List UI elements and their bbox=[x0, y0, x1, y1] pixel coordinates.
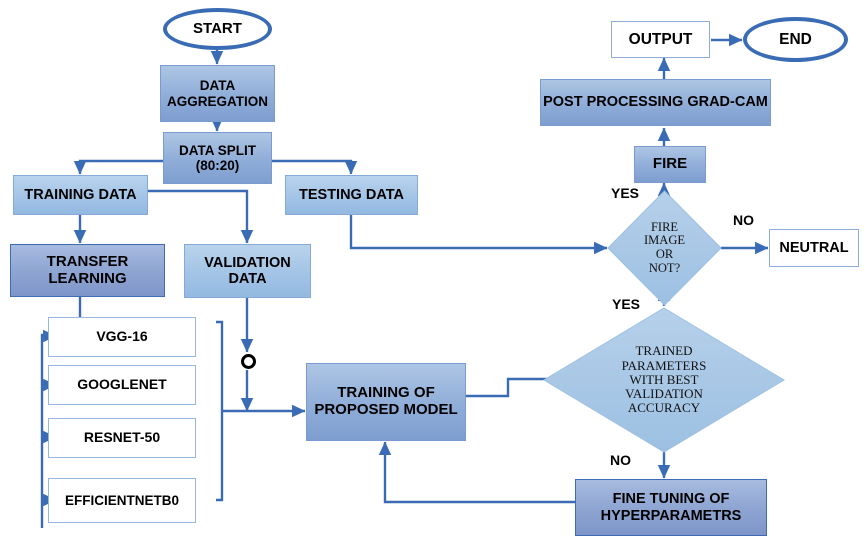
node-fire[interactable]: FIRE bbox=[634, 146, 706, 183]
node-validation-data[interactable]: VALIDATION DATA bbox=[184, 244, 311, 298]
node-transfer-learning[interactable]: TRANSFER LEARNING bbox=[10, 244, 165, 297]
node-model-googlenet[interactable]: GOOGLENET bbox=[48, 365, 196, 405]
node-model-googlenet-label: GOOGLENET bbox=[77, 376, 167, 393]
edge-label-params-no: NO bbox=[610, 452, 631, 468]
node-transfer-learning-label: TRANSFER LEARNING bbox=[46, 252, 129, 287]
node-training-data-label: TRAINING DATA bbox=[24, 186, 137, 203]
node-data-split[interactable]: DATA SPLIT (80:20) bbox=[163, 132, 272, 184]
node-data-split-label: DATA SPLIT (80:20) bbox=[179, 142, 256, 173]
node-neutral[interactable]: NEUTRAL bbox=[769, 229, 859, 267]
node-start[interactable]: START bbox=[163, 8, 272, 50]
node-post-processing[interactable]: POST PROCESSING GRAD-CAM bbox=[540, 79, 771, 126]
node-neutral-label: NEUTRAL bbox=[779, 239, 849, 256]
node-fine-tuning-label: FINE TUNING OF HYPERPARAMETRS bbox=[600, 491, 742, 524]
edge-label-fire-no: NO bbox=[733, 212, 754, 228]
junction-dot-icon bbox=[241, 354, 256, 369]
edge-label-fire-yes: YES bbox=[611, 185, 640, 201]
node-model-vgg16[interactable]: VGG-16 bbox=[48, 317, 196, 357]
node-model-resnet50-label: RESNET-50 bbox=[83, 429, 161, 446]
node-testing-data[interactable]: TESTING DATA bbox=[285, 175, 418, 215]
node-validation-data-label: VALIDATION DATA bbox=[204, 254, 291, 287]
node-output[interactable]: OUTPUT bbox=[611, 21, 710, 58]
node-data-aggregation[interactable]: DATA AGGREGATION bbox=[160, 65, 275, 122]
diamond-shape bbox=[543, 307, 785, 453]
node-end[interactable]: END bbox=[743, 17, 848, 62]
node-fire-image-or-not-label: FIRE IMAGE OR NOT? bbox=[644, 219, 685, 275]
node-training-of-proposed-model[interactable]: TRAINING OF PROPOSED MODEL bbox=[306, 363, 466, 441]
node-model-efficientnetb0-label: EFFICIENTNETB0 bbox=[64, 492, 179, 508]
node-testing-data-label: TESTING DATA bbox=[299, 186, 404, 203]
node-fine-tuning[interactable]: FINE TUNING OF HYPERPARAMETRS bbox=[575, 479, 767, 536]
node-training-data[interactable]: TRAINING DATA bbox=[13, 175, 148, 215]
node-fire-image-or-not[interactable]: FIRE IMAGE OR NOT? bbox=[607, 190, 722, 306]
node-data-aggregation-label: DATA AGGREGATION bbox=[167, 78, 268, 109]
node-trained-parameters-label: TRAINED PARAMETERS WITH BEST VALIDATION … bbox=[621, 343, 707, 416]
node-output-label: OUTPUT bbox=[628, 30, 693, 48]
node-start-label: START bbox=[193, 19, 242, 37]
node-end-label: END bbox=[779, 30, 812, 48]
diamond-shape bbox=[607, 190, 722, 306]
node-trained-parameters[interactable]: TRAINED PARAMETERS WITH BEST VALIDATION … bbox=[543, 307, 785, 453]
node-fire-label: FIRE bbox=[652, 155, 688, 173]
node-training-of-proposed-model-label: TRAINING OF PROPOSED MODEL bbox=[314, 384, 458, 418]
node-model-efficientnetb0[interactable]: EFFICIENTNETB0 bbox=[48, 478, 196, 523]
node-model-vgg16-label: VGG-16 bbox=[96, 328, 148, 345]
node-model-resnet50[interactable]: RESNET-50 bbox=[48, 418, 196, 458]
node-post-processing-label: POST PROCESSING GRAD-CAM bbox=[543, 94, 768, 111]
edge-label-params-yes: YES bbox=[612, 296, 641, 312]
